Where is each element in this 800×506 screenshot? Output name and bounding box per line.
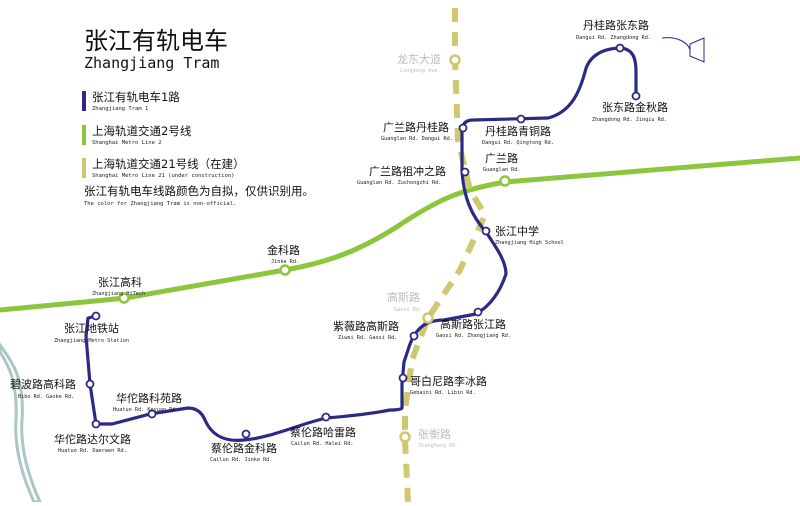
- label-zhangheng-en: Zhangheng Rd.: [418, 443, 459, 449]
- label-zhangheng: 张衡路: [418, 428, 451, 441]
- label-jinke-en: Jinke Rd.: [271, 259, 299, 265]
- label-zhangdongjinqiu-en: Zhangdong Rd. Jinqiu Rd.: [592, 117, 667, 123]
- label-biboogaoke: 碧波路高科路: [10, 377, 76, 391]
- station-zjhighschool[interactable]: [481, 226, 491, 236]
- label-zjhighschool: 张江中学: [495, 224, 539, 238]
- label-gaosizhangjiang: 高斯路张江路: [440, 317, 506, 331]
- label-huatuodaerwen-en: Huatuo Rd. Daerwen Rd.: [58, 448, 127, 454]
- label-huatuodaerwen: 华佗路达尔文路: [54, 432, 131, 446]
- label-danguiqingtong-en: Dangui Rd. Qingtong Rd.: [482, 140, 554, 146]
- station-guanglandangui[interactable]: [458, 123, 468, 133]
- station-longdong[interactable]: [449, 54, 461, 66]
- legend-swatch-tram: [82, 91, 86, 111]
- legend-tram-en: Zhangjiang Tram 1: [92, 106, 148, 112]
- station-biboogaoke[interactable]: [85, 379, 95, 389]
- station-zjmetro[interactable]: [91, 311, 101, 321]
- label-cailunjinke-en: Cailun Rd. Jinke Rd.: [210, 457, 272, 463]
- station-gebainilibin[interactable]: [398, 373, 408, 383]
- label-danguizhangdong-en: Dangui Rd. Zhangdong Rd.: [576, 35, 651, 41]
- label-zjhitech-en: Zhangjiang HiTech: [92, 291, 145, 297]
- station-guanglan[interactable]: [499, 175, 511, 187]
- legend-line2-en: Shanghai Metro Line 2: [92, 140, 162, 146]
- line21-station-markers: [399, 54, 461, 443]
- label-biboogaoke-en: Bibo Rd. Gaoke Rd.: [18, 394, 74, 400]
- label-zjhighschool-en: Zhangjiang High School: [495, 240, 564, 246]
- crest-icon: [661, 37, 705, 63]
- label-ziweigaosi: 紫薇路高斯路: [333, 319, 399, 333]
- map-subtitle: Zhangjiang Tram: [84, 54, 219, 72]
- label-longdong-en: Longdong Ave.: [400, 68, 441, 74]
- label-jinke: 金科路: [267, 243, 300, 257]
- station-danguizhangdong[interactable]: [615, 43, 625, 53]
- label-gebainilibin: 哥白尼路李冰路: [410, 374, 487, 388]
- label-cailunhalei: 蔡伦路哈雷路: [290, 425, 356, 439]
- label-ziweigaosi-en: Ziwei Rd. Gaosi Rd.: [338, 335, 397, 341]
- station-jinke[interactable]: [279, 264, 291, 276]
- legend-line21-label: 上海轨道交通21号线（在建）: [92, 157, 245, 171]
- legend-note: 张江有轨电车线路颜色为自拟，仅供识别用。: [84, 184, 314, 198]
- station-gaosizhangjiang[interactable]: [473, 307, 483, 317]
- station-zhangheng[interactable]: [399, 431, 411, 443]
- label-zhangdongjinqiu: 张东路金秋路: [602, 100, 668, 114]
- station-cailunhalei[interactable]: [321, 412, 331, 422]
- station-zhangdongjinqiu[interactable]: [631, 91, 641, 101]
- station-danguiqingtong[interactable]: [516, 114, 526, 124]
- label-zjhitech: 张江高科: [98, 275, 142, 289]
- label-guanglan-en: Guanglan Rd.: [483, 167, 520, 173]
- metro-line-21: [402, 8, 489, 503]
- label-zjmetro: 张江地铁站: [64, 321, 119, 335]
- river: [0, 342, 43, 504]
- legend-line2-label: 上海轨道交通2号线: [92, 124, 192, 138]
- station-huatuodaerwen[interactable]: [91, 419, 101, 429]
- label-danguiqingtong: 丹桂路青铜路: [485, 124, 551, 138]
- label-guanglan: 广兰路: [485, 152, 518, 165]
- label-gaosizhangjiang-en: Gaosi Rd. Zhangjiang Rd.: [436, 333, 511, 339]
- line21-labels: 龙东大道 Longdong Ave. 高斯路 Gaosi Rd. 张衡路 Zha…: [387, 52, 459, 449]
- label-gaosi: 高斯路: [387, 290, 420, 304]
- label-huatuokeyuan: 华佗路科苑路: [116, 391, 182, 405]
- station-labels: 丹桂路张东路 Dangui Rd. Zhangdong Rd. 张东路金秋路 Z…: [10, 18, 668, 463]
- label-cailunjinke: 蔡伦路金科路: [211, 441, 277, 455]
- label-longdong: 龙东大道: [397, 52, 441, 66]
- legend-swatch-line2: [82, 125, 86, 145]
- map-title: 张江有轨电车: [84, 27, 228, 55]
- station-zjhitech[interactable]: [118, 292, 130, 304]
- legend-line21-en: Shanghai Metro Line 21 (under constructi…: [92, 173, 234, 179]
- label-danguizhangdong: 丹桂路张东路: [583, 18, 649, 32]
- station-ziweigaosi[interactable]: [409, 331, 419, 341]
- station-gaosi[interactable]: [422, 312, 434, 324]
- metro-line-2: [0, 155, 800, 313]
- line2-station-markers: [118, 175, 511, 304]
- label-zjmetro-en: Zhangjiang Metro Station: [54, 338, 129, 344]
- legend-swatch-line21: [82, 158, 86, 178]
- label-huatuokeyuan-en: Huatuo Rd. Keyuan Rd.: [113, 407, 179, 413]
- label-guanglandangui-en: Guanglan Rd. Dangui Rd.: [381, 136, 453, 142]
- label-guanglanzuchongzhi-en: Guanglan Rd. Zuchongzhi Rd.: [357, 180, 441, 186]
- legend-note-en: The color for Zhangjiang Tram is non-off…: [84, 201, 236, 207]
- label-cailunhalei-en: Cailun Rd. Halei Rd.: [291, 441, 353, 447]
- label-guanglanzuchongzhi: 广兰路祖冲之路: [369, 164, 446, 178]
- label-gebainilibin-en: Gebaini Rd. Libin Rd.: [410, 390, 476, 396]
- label-guanglandangui: 广兰路丹桂路: [383, 120, 449, 134]
- station-cailunjinke[interactable]: [241, 429, 251, 439]
- tram-station-markers: [85, 43, 641, 439]
- legend-tram-label: 张江有轨电车1路: [92, 90, 180, 104]
- station-guanglanzuchongzhi[interactable]: [460, 167, 470, 177]
- legend: 张江有轨电车1路 Zhangjiang Tram 1 上海轨道交通2号线 Sha…: [82, 90, 314, 207]
- station-huatuokeyuan[interactable]: [147, 409, 157, 419]
- label-gaosi-en: Gaosi Rd.: [394, 307, 422, 313]
